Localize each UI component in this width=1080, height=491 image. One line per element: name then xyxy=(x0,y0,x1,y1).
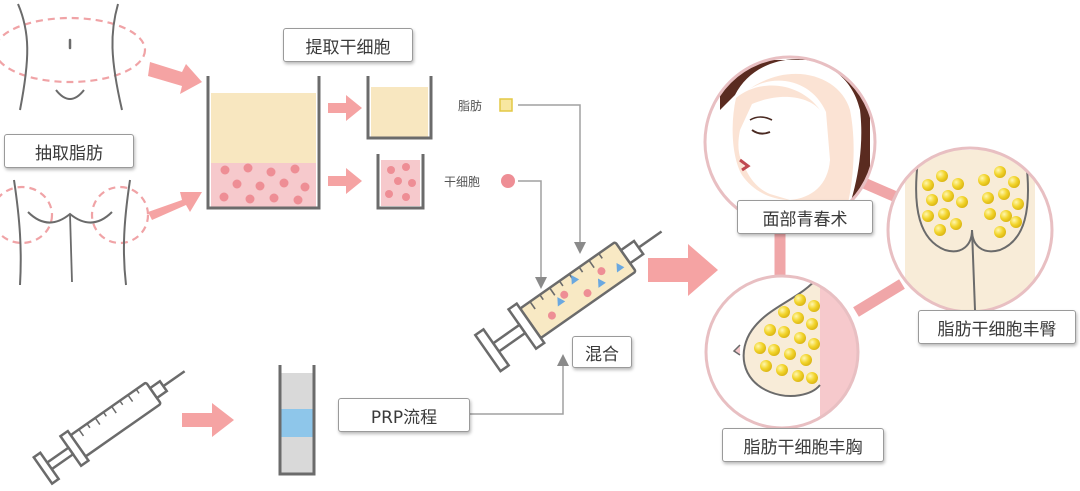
mixed-beaker xyxy=(206,76,321,210)
arrow-to-fat-beaker xyxy=(328,95,362,121)
flow-arrows xyxy=(148,62,718,437)
breast-result-circle xyxy=(704,274,860,430)
prp-syringe xyxy=(31,370,186,486)
fat-beaker xyxy=(366,76,433,140)
mixing-syringe xyxy=(473,230,663,373)
stem-cell-swatch xyxy=(501,174,515,188)
stem-cell-beaker xyxy=(376,154,425,210)
mix-label: 混合 xyxy=(572,336,632,368)
connector-lines xyxy=(470,104,586,415)
arrow-to-cell-beaker xyxy=(328,168,362,194)
facial-rejuvenation-label: 面部青春术 xyxy=(737,200,873,234)
buttock-augmentation-label: 脂肪干细胞丰臀 xyxy=(918,310,1076,344)
buttock-result-circle xyxy=(886,146,1054,314)
prp-process-label: PRP流程 xyxy=(338,398,470,432)
prp-test-tube xyxy=(278,365,316,476)
arrow-thigh-to-beaker xyxy=(148,192,202,220)
arrow-to-prp-tube xyxy=(182,403,234,437)
extract-fat-label: 抽取脂肪 xyxy=(4,134,134,168)
breast-augmentation-label: 脂肪干细胞丰胸 xyxy=(722,428,884,462)
abdomen-illustration xyxy=(0,3,147,111)
arrow-abdomen-to-beaker xyxy=(148,62,202,94)
arrow-to-results xyxy=(648,244,718,296)
extract-stem-cells-label: 提取干细胞 xyxy=(283,28,413,62)
thigh-illustration xyxy=(0,179,150,286)
fat-legend-label: 脂肪 xyxy=(458,99,483,113)
fat-swatch xyxy=(499,98,513,112)
stem-cell-legend-label: 干细胞 xyxy=(444,175,481,189)
